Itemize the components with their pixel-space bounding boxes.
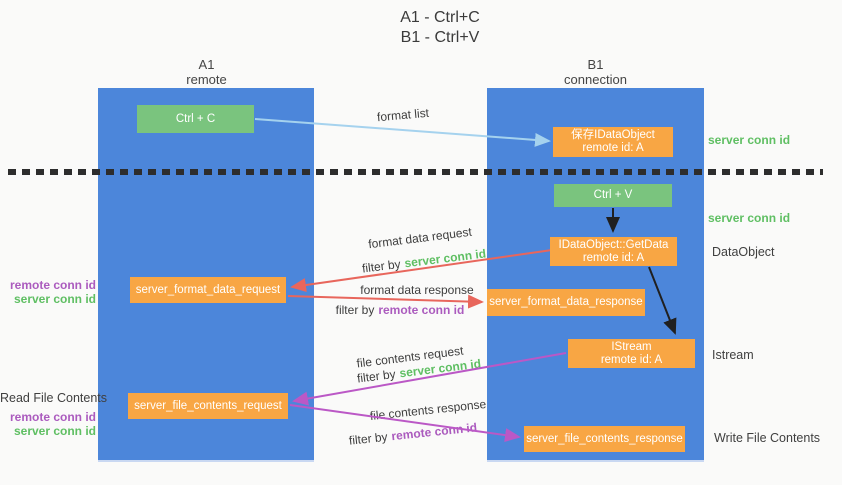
node-ctrl-v: Ctrl + V: [554, 184, 672, 207]
node-save-idataobject: 保存IDataObject remote id: A: [553, 127, 673, 157]
node-istream: IStream remote id: A: [568, 339, 695, 368]
node-server-file-contents-request-label: server_file_contents_request: [134, 399, 282, 412]
right-istream-label: Istream: [712, 348, 754, 362]
node-server-format-data-response-label: server_format_data_response: [489, 296, 643, 308]
right-write-file-contents: Write File Contents: [714, 431, 821, 445]
label-format-list: format list: [376, 105, 430, 125]
lane-right-subtitle: connection: [564, 72, 627, 87]
phase-divider-dotted-line: [8, 169, 823, 175]
left-read-file-contents: Read File Contents: [0, 391, 108, 405]
node-server-format-data-request-label: server_format_data_request: [135, 283, 281, 296]
left-server-conn-id-file: server conn id: [13, 424, 96, 438]
node-idataobject-getdata-line1: IDataObject::GetData: [558, 238, 669, 251]
node-server-format-data-response: server_format_data_response: [487, 289, 645, 316]
node-server-file-contents-response: server_file_contents_response: [524, 426, 685, 452]
right-server-conn-id-mid: server conn id: [708, 211, 791, 225]
left-server-conn-id-format: server conn id: [13, 292, 96, 306]
node-ctrl-c-label: Ctrl + C: [175, 112, 216, 125]
title-line-2: B1 - Ctrl+V: [400, 29, 480, 46]
left-remote-conn-id-file: remote conn id: [9, 410, 96, 424]
node-istream-line1: IStream: [611, 340, 652, 353]
lane-header-right: B1 connection: [487, 57, 704, 87]
diagram-title: A1 - Ctrl+C B1 - Ctrl+V: [340, 8, 540, 48]
right-server-conn-id-top: server conn id: [708, 133, 791, 147]
node-save-idataobject-line2: remote id: A: [582, 142, 644, 154]
lane-left-name: A1: [198, 57, 215, 72]
lane-left-subtitle: remote: [186, 72, 227, 87]
node-idataobject-getdata: IDataObject::GetData remote id: A: [550, 237, 677, 266]
node-server-format-data-request: server_format_data_request: [130, 277, 286, 303]
left-remote-conn-id-format: remote conn id: [9, 278, 96, 292]
node-server-file-contents-request: server_file_contents_request: [128, 393, 288, 419]
label-format-data-response: format data response: [360, 283, 474, 297]
right-dataobject-label: DataObject: [712, 245, 775, 259]
node-istream-line2: remote id: A: [600, 353, 663, 366]
node-server-file-contents-response-label: server_file_contents_response: [526, 432, 683, 445]
node-idataobject-getdata-line2: remote id: A: [582, 251, 645, 264]
lane-right-name: B1: [587, 57, 604, 72]
left-conn-id-group-format: remote conn id server conn id: [0, 278, 96, 306]
title-line-1: A1 - Ctrl+C: [400, 9, 480, 26]
left-conn-id-group-file: remote conn id server conn id: [0, 410, 96, 438]
node-ctrl-c: Ctrl + C: [137, 105, 254, 133]
node-save-idataobject-line1: 保存IDataObject: [571, 129, 655, 141]
node-ctrl-v-label: Ctrl + V: [593, 189, 633, 201]
lane-header-left: A1 remote: [98, 57, 315, 87]
